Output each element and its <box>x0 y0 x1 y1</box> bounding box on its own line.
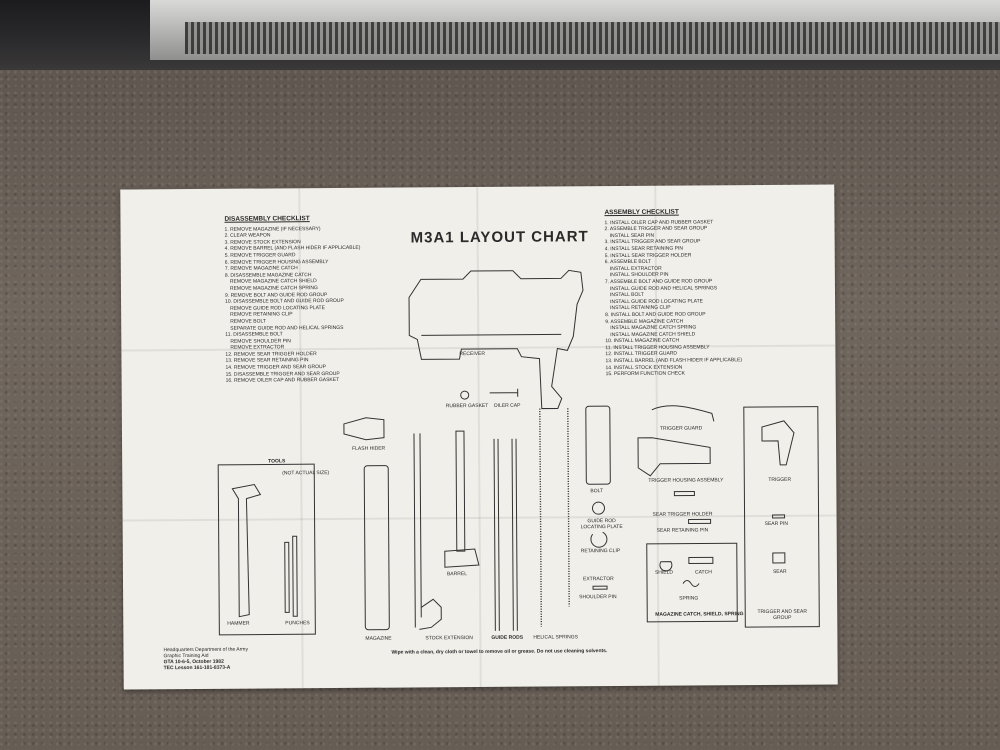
stock-extension-drawing <box>413 433 442 630</box>
magazine-label: MAGAZINE <box>365 635 392 642</box>
hammer-label: HAMMER <box>227 620 250 627</box>
bolt-drawing <box>585 405 611 590</box>
extractor-label: EXTRACTOR <box>582 576 614 583</box>
spring-label: SPRING <box>679 595 699 602</box>
punches-label: PUNCHES <box>285 620 310 627</box>
sear-retaining-pin-label: SEAR RETAINING PIN <box>656 527 709 534</box>
barrel-drawing <box>444 430 480 568</box>
sear-label: SEAR <box>772 568 787 575</box>
rubber-gasket-label: RUBBER GASKET <box>445 402 489 410</box>
footer-line: Headquarters Department of the Army Grap… <box>163 646 248 660</box>
sear-pin-label: SEAR PIN <box>764 520 788 528</box>
footer-credits: Headquarters Department of the Army Grap… <box>163 647 263 672</box>
retaining-clip-label: RETAINING CLIP <box>580 548 621 555</box>
trigger-housing-assembly-label: TRIGGER HOUSING ASSEMBLY <box>648 477 724 484</box>
guide-rods-label: GUIDE RODS <box>491 634 524 641</box>
magazine-group-label: MAGAZINE CATCH, SHIELD, SPRING <box>655 611 744 618</box>
trigger-sear-group-label: TRIGGER AND SEAR GROUP <box>757 608 807 621</box>
flash-hider-drawing <box>343 417 385 441</box>
oiler-cap-drawing <box>460 388 519 400</box>
receiver-drawing <box>408 269 584 410</box>
stock-extension-label: STOCK EXTENSION <box>425 635 473 642</box>
catch-label: CATCH <box>694 569 712 576</box>
oiler-cap-label: OILER CAP <box>493 402 521 409</box>
helical-springs-drawing <box>539 408 570 627</box>
not-actual-size-label: (NOT ACTUAL SIZE) <box>282 470 330 477</box>
trigger-guard-label: TRIGGER GUARD <box>659 425 703 432</box>
layout-chart-poster: M3A1 LAYOUT CHART DISASSEMBLY CHECKLIST … <box>120 184 838 690</box>
heater-vent <box>185 22 1000 54</box>
guide-rod-locating-plate-label: GUIDE ROD LOCATING PLATE <box>580 518 623 531</box>
barrel-label: BARREL <box>446 571 467 578</box>
trigger-guard-drawing <box>637 405 715 525</box>
sear-trigger-holder-label: SEAR TRIGGER HOLDER <box>652 511 713 518</box>
footer-line: TEC Lesson 161-181-8373-A <box>163 664 231 672</box>
shoulder-pin-label: SHOULDER PIN <box>579 594 617 601</box>
trigger-label: TRIGGER <box>768 476 792 483</box>
receiver-label: RECEIVER <box>459 350 486 358</box>
guide-rods-drawing <box>493 438 518 631</box>
shield-label: SHIELD <box>654 569 674 576</box>
part-drawings <box>217 269 820 636</box>
tools-box <box>217 463 316 636</box>
magazine-drawing <box>363 465 390 631</box>
flash-hider-label: FLASH HIDER <box>352 445 386 452</box>
tools-label: TOOLS <box>268 458 286 465</box>
helical-springs-label: HELICAL SPRINGS <box>533 634 578 641</box>
magazine-catch-box <box>646 542 738 623</box>
trigger-sear-box <box>743 406 820 628</box>
bolt-label: BOLT <box>590 488 604 495</box>
